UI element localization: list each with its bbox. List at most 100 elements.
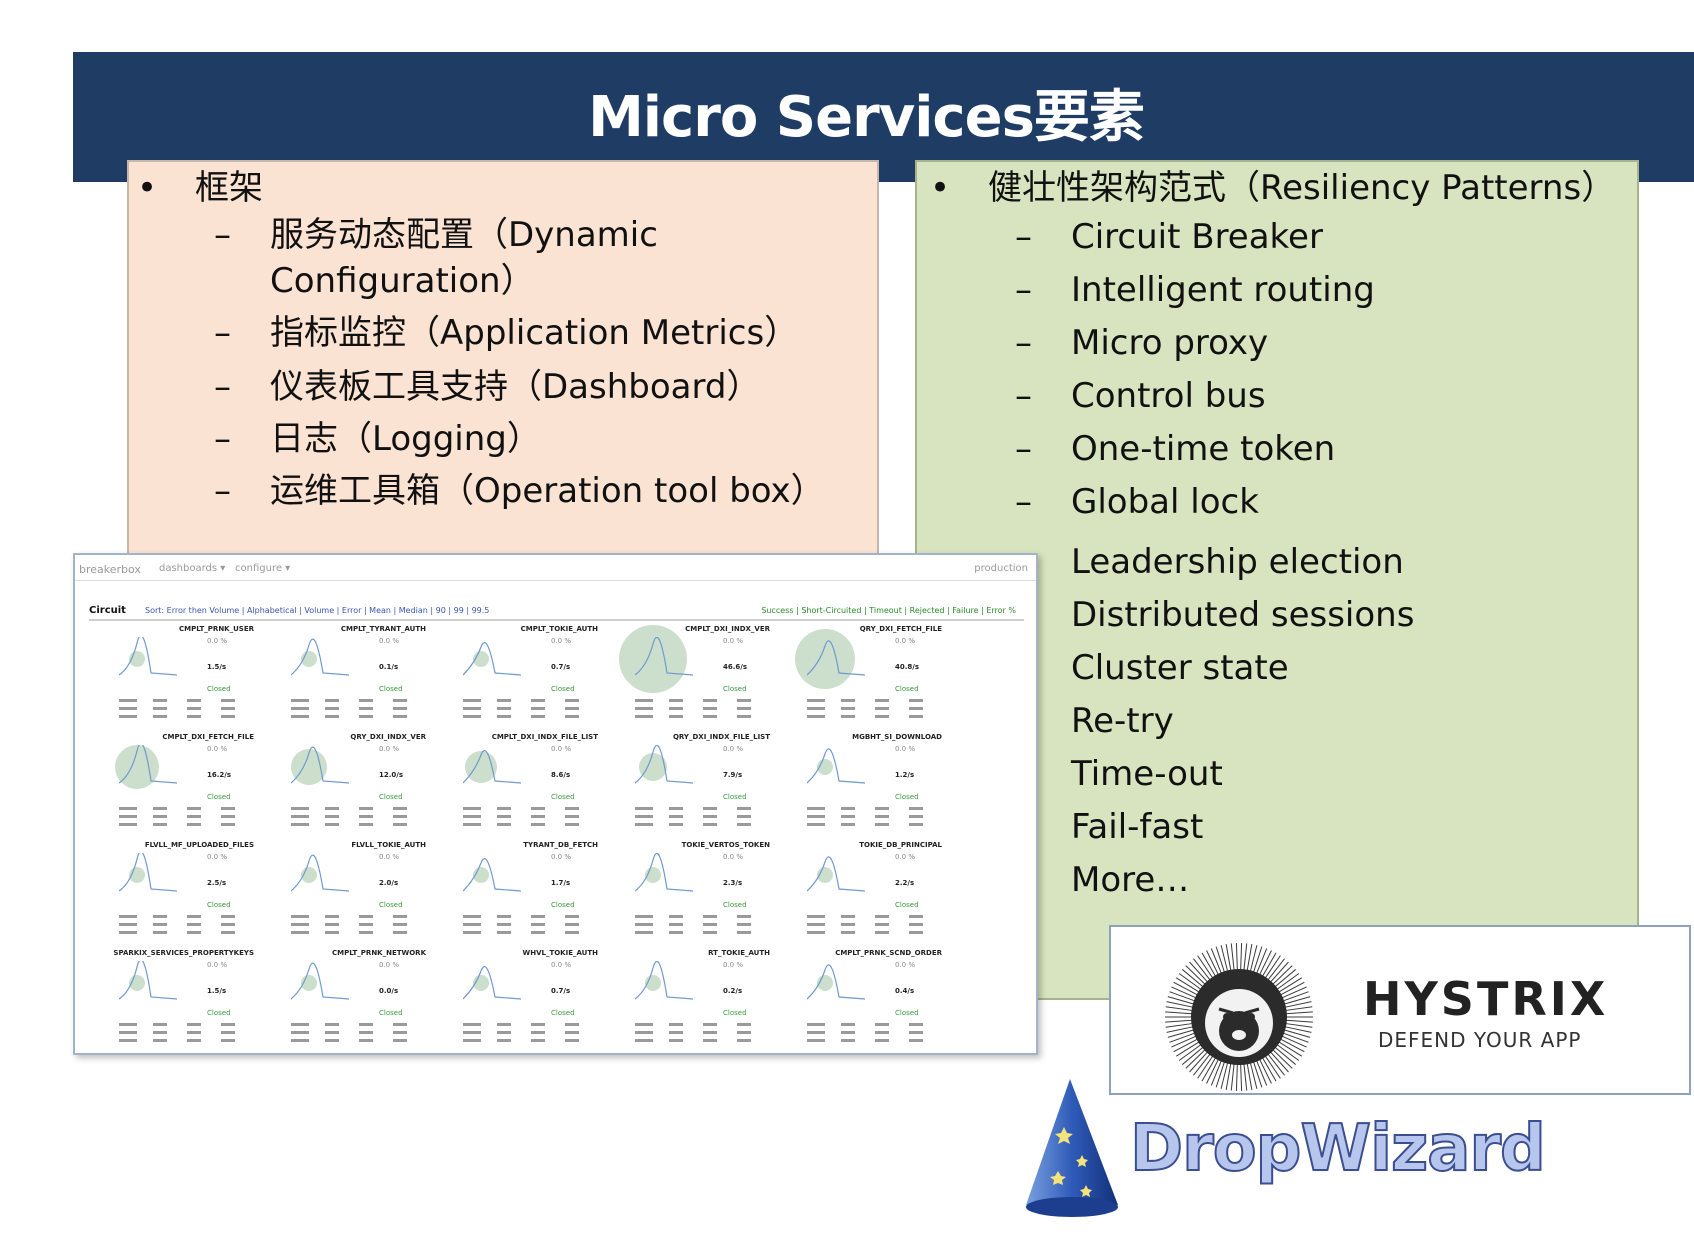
circuit-host-rate: 0.7/s: [551, 987, 571, 995]
circuit-name: CMPLT_DXI_FETCH_FILE: [162, 733, 254, 741]
resiliency-pattern-item-plain: Time-out: [1071, 754, 1223, 794]
circuit-host-rate: 16.2/s: [207, 771, 231, 779]
circuit-host-rate: 2.0/s: [379, 879, 399, 887]
circuit-latency-rows: [291, 1023, 429, 1049]
circuit-error-pct: 0.0 %: [895, 961, 916, 969]
circuit-state: Closed: [723, 793, 747, 801]
dashboard-navbar: breakerbox dashboards ▾ configure ▾ prod…: [75, 555, 1036, 581]
framework-item-continuation: Configuration）: [270, 261, 535, 301]
circuit-host-rate: 8.6/s: [551, 771, 571, 779]
resiliency-pattern-item-plain: Distributed sessions: [1071, 595, 1415, 635]
hystrix-tagline: DEFEND YOUR APP: [1378, 1028, 1582, 1052]
circuit-name: CMPLT_PRNK_SCND_ORDER: [835, 949, 942, 957]
circuit-error-pct: 0.0 %: [379, 853, 400, 861]
circuit-section-label: Circuit: [89, 605, 126, 616]
circuit-state: Closed: [207, 901, 231, 909]
circuit-sparkline: [807, 964, 866, 1000]
resiliency-pattern-label: One-time token: [1071, 429, 1336, 469]
circuit-state: Closed: [551, 685, 575, 693]
circuit-state: Closed: [379, 793, 403, 801]
resiliency-pattern-label: Global lock: [1071, 482, 1259, 522]
dash-marker: –: [1015, 482, 1032, 522]
dash-marker: –: [1015, 217, 1032, 257]
circuit-name: CMPLT_DXI_INDX_FILE_LIST: [491, 733, 598, 741]
resiliency-pattern-item-plain: More…: [1071, 860, 1190, 900]
circuit-host-rate: 1.7/s: [551, 879, 571, 887]
circuit-name: CMPLT_PRNK_NETWORK: [331, 949, 426, 957]
circuit-sparkline: [807, 856, 866, 892]
circuit-sparkline: [807, 748, 866, 784]
circuit-host-rate: 0.2/s: [723, 987, 743, 995]
dash-marker: –: [1015, 429, 1032, 469]
status-legend: Success | Short-Circuited | Timeout | Re…: [761, 606, 1016, 615]
circuit-latency-rows: [807, 807, 945, 833]
circuit-latency-rows: [635, 807, 773, 833]
circuit-latency-rows: [291, 807, 429, 833]
circuit-latency-rows: [119, 699, 257, 725]
resiliency-pattern-label: Control bus: [1071, 376, 1266, 416]
circuit-sparkline: [635, 637, 694, 676]
circuit-latency-rows: [463, 915, 601, 941]
circuit-host-rate: 2.3/s: [723, 879, 743, 887]
circuit-sparkline: [291, 962, 350, 1000]
circuit-state: Closed: [895, 685, 919, 693]
resiliency-pattern-item-plain: Cluster state: [1071, 648, 1289, 688]
circuit-latency-rows: [119, 915, 257, 941]
circuit-name: TOKIE_DB_PRINCIPAL: [859, 841, 942, 849]
circuit-state: Closed: [723, 1009, 747, 1017]
resiliency-pattern-label: Intelligent routing: [1071, 270, 1375, 310]
circuit-host-rate: 7.9/s: [723, 771, 743, 779]
resiliency-pattern-item-plain: Fail-fast: [1071, 807, 1204, 847]
circuit-sparkline: [807, 640, 866, 676]
circuit-sparkline: [635, 853, 694, 892]
circuit-error-pct: 0.0 %: [551, 961, 572, 969]
dash-marker: –: [1015, 376, 1032, 416]
circuit-error-pct: 0.0 %: [723, 853, 744, 861]
circuit-host-rate: 0.1/s: [379, 663, 399, 671]
circuit-host-rate: 40.8/s: [895, 663, 919, 671]
circuit-error-pct: 0.0 %: [379, 745, 400, 753]
circuit-sparkline: [119, 961, 178, 1000]
circuit-latency-rows: [635, 1023, 773, 1049]
circuit-host-rate: 0.7/s: [551, 663, 571, 671]
resiliency-pattern-item-plain: Re-try: [1071, 701, 1174, 741]
dashboard-menu-dashboards: dashboards ▾: [159, 563, 226, 574]
dash-marker: –: [1015, 323, 1032, 363]
circuit-name: CMPLT_PRNK_USER: [178, 625, 254, 633]
circuit-name: CMPLT_TYRANT_AUTH: [340, 625, 426, 633]
circuit-error-pct: 0.0 %: [551, 853, 572, 861]
hystrix-logo-box: [1109, 925, 1691, 1095]
circuit-name: RT_TOKIE_AUTH: [708, 949, 770, 957]
hystrix-dashboard-screenshot: breakerbox dashboards ▾ configure ▾ prod…: [73, 553, 1038, 1055]
circuit-error-pct: 0.0 %: [207, 745, 228, 753]
circuit-error-pct: 0.0 %: [723, 961, 744, 969]
sort-options: Sort: Error then Volume | Alphabetical |…: [145, 606, 490, 615]
circuit-name: TYRANT_DB_FETCH: [523, 841, 598, 849]
circuit-state: Closed: [551, 1009, 575, 1017]
hystrix-porcupine-icon: [1165, 943, 1313, 1091]
circuit-host-rate: 2.2/s: [895, 879, 915, 887]
circuit-sparkline: [463, 858, 522, 892]
circuit-name: CMPLT_DXI_INDX_VER: [685, 625, 770, 633]
wizard-hat-icon: [1026, 1079, 1118, 1217]
circuit-latency-rows: [463, 699, 601, 725]
circuit-latency-rows: [463, 1023, 601, 1049]
dropwizard-title: DropWizard: [1129, 1111, 1547, 1187]
circuit-latency-rows: [119, 1023, 257, 1049]
circuit-error-pct: 0.0 %: [723, 745, 744, 753]
circuit-name: QRY_DXI_INDX_VER: [350, 733, 426, 741]
circuit-name: TOKIE_VERTOS_TOKEN: [681, 841, 770, 849]
slide-title: Micro Services要素: [588, 85, 1145, 150]
dash-marker: –: [1015, 270, 1032, 310]
circuit-name: WHVL_TOKIE_AUTH: [522, 949, 598, 957]
circuit-state: Closed: [379, 685, 403, 693]
circuit-host-rate: 2.5/s: [207, 879, 227, 887]
